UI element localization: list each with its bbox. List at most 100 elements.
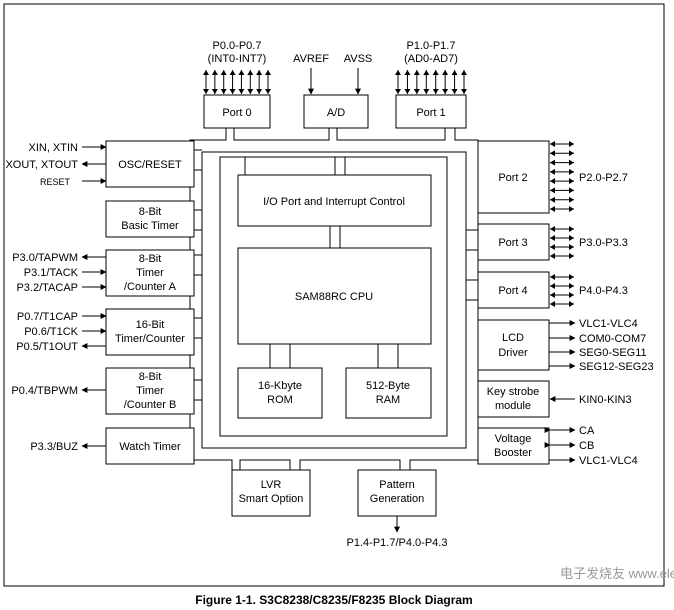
timer-b-block — [105, 367, 195, 415]
arrow-head — [550, 274, 555, 280]
arrow-head — [442, 89, 449, 94]
arrow-head — [423, 70, 430, 75]
port3-arrow-fan — [550, 226, 574, 259]
arrow-head — [413, 89, 420, 94]
arrow-head — [550, 141, 555, 147]
arrow-head — [220, 89, 227, 94]
voltage-booster-block — [477, 427, 550, 465]
port4-label: Port 4 — [498, 285, 527, 297]
arrow-head — [569, 187, 574, 194]
rom-line1: 16-Kbyte — [258, 380, 302, 392]
p1-signal-line2: (AD0-AD7) — [404, 53, 458, 65]
t1cap-signal: P0.7/T1CAP — [17, 311, 78, 323]
figure-frame — [3, 3, 665, 587]
arrow-head — [569, 292, 574, 298]
arrow-head — [550, 168, 555, 175]
tack-signal: P3.1/TACK — [24, 267, 79, 279]
arrow-head — [432, 70, 439, 75]
arrow-head — [423, 89, 430, 94]
arrow-head — [569, 283, 574, 289]
basic-timer-line1: 8-Bit — [139, 206, 162, 218]
arrow-head — [461, 89, 467, 94]
timer-16-line1: 16-Bit — [136, 319, 165, 331]
arrow-head — [238, 70, 245, 75]
cb-signal: CB — [579, 440, 594, 452]
lvr-line1: LVR — [261, 479, 282, 491]
core-connectors-top — [244, 157, 346, 175]
arrow-head — [550, 244, 555, 250]
kin-signal: KIN0-KIN3 — [579, 394, 632, 406]
p0-signal-line2: (INT0-INT7) — [208, 53, 267, 65]
arrow-head — [220, 70, 227, 75]
timer-a-line1: 8-Bit — [139, 253, 162, 265]
basic-timer-line2: Basic Timer — [121, 220, 179, 232]
lvr-block — [231, 469, 311, 517]
arrow-head — [247, 89, 254, 94]
arrow-head — [238, 89, 245, 94]
arrow-head — [395, 70, 401, 75]
arrow-head — [451, 89, 458, 94]
lcd-driver-block — [477, 319, 550, 371]
tacap-signal: P3.2/TACAP — [16, 282, 78, 294]
port2-block — [477, 140, 550, 214]
arrow-head — [569, 235, 574, 241]
timer-b-line1: 8-Bit — [139, 371, 162, 383]
arrow-head — [550, 283, 555, 289]
arrow-head — [413, 70, 420, 75]
p2-signal: P2.0-P2.7 — [579, 172, 628, 184]
arrow-head — [550, 226, 555, 232]
left-connectors — [194, 149, 202, 401]
timer-b-line3: /Counter B — [124, 399, 177, 411]
vlc2-signal: VLC1-VLC4 — [579, 455, 638, 467]
timer-16-line2: Timer/Counter — [115, 333, 185, 345]
arrow-head — [203, 89, 209, 94]
arrow-head — [432, 89, 439, 94]
arrow-head — [569, 159, 574, 166]
xout-signal: XOUT, XTOUT — [5, 159, 78, 171]
timer-b-line2: Timer — [136, 385, 164, 397]
rom-block — [237, 367, 323, 419]
ad-block — [303, 94, 369, 129]
ad-label: A/D — [327, 107, 345, 119]
port3-block — [477, 223, 550, 261]
timer-16-block — [105, 308, 195, 356]
port4-arrow-fan — [550, 274, 574, 307]
arrow-head — [256, 70, 263, 75]
arrow-head — [265, 89, 271, 94]
port0-arrow-fan — [203, 70, 271, 94]
arrow-head — [569, 253, 574, 259]
arrow-head — [550, 253, 555, 259]
port1-arrow-fan — [395, 70, 467, 94]
watermark: 电子发烧友 www.elecfans.com — [560, 566, 674, 581]
arrow-head — [569, 141, 574, 147]
avss-signal: AVSS — [344, 53, 373, 65]
key-strobe-block — [477, 380, 550, 418]
arrow-head — [550, 196, 555, 203]
arrow-head — [569, 226, 574, 232]
arrow-head — [569, 301, 574, 307]
arrow-head — [229, 89, 236, 94]
t1ck-signal: P0.6/T1CK — [24, 326, 78, 338]
p4-signal: P4.0-P4.3 — [579, 285, 628, 297]
arrow-head — [265, 70, 271, 75]
cpu-block — [237, 247, 432, 345]
lcd-line1: LCD — [502, 332, 524, 344]
vlc1-signal: VLC1-VLC4 — [579, 318, 638, 330]
right-connectors — [466, 229, 478, 301]
timer-a-line3: /Counter A — [124, 281, 177, 293]
arrow-head — [550, 178, 555, 185]
arrow-head — [569, 244, 574, 250]
arrow-head — [550, 235, 555, 241]
seg12-signal: SEG12-SEG23 — [579, 361, 654, 373]
lcd-line2: Driver — [498, 347, 528, 359]
timer-a-line2: Timer — [136, 267, 164, 279]
io-cpu-connector — [329, 226, 341, 248]
arrow-head — [569, 168, 574, 175]
timer-a-block — [105, 249, 195, 297]
cpu-label: SAM88RC CPU — [295, 291, 373, 303]
arrow-head — [442, 70, 449, 75]
pattern-block — [357, 469, 437, 517]
arrow-head — [256, 89, 263, 94]
arrow-head — [395, 89, 401, 94]
